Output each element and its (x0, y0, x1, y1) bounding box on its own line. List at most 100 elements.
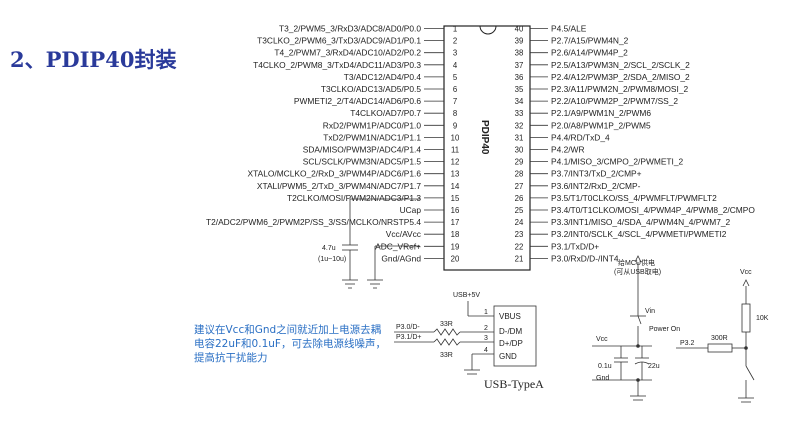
right-pin-label: P4.5/ALE (551, 24, 587, 34)
right-pin-label: P2.1/A9/PWM1N_2/PWM6 (551, 108, 651, 118)
power-node-bottom (636, 378, 640, 382)
right-pin-number: 21 (515, 254, 524, 263)
left-pin-label: T2CLKO/MOSI/PWM2N/ADC3/P1.3 (287, 193, 421, 203)
right-pin-label: P3.1/TxD/D+ (551, 241, 599, 251)
right-pin-number: 36 (515, 73, 524, 82)
right-pin-label: P3.3/INT1/MISO_4/SDA_4/PWM4N_4/PWM7_2 (551, 217, 731, 227)
right-pin-label: P3.6/INT2/RxD_2/CMP- (551, 181, 641, 191)
left-pin-label: XTALI/PWM5_2/TxD_3/PWM4N/ADC7/P1.7 (257, 181, 421, 191)
left-pin-label: T4CLKO/AD7/P0.7 (350, 108, 421, 118)
ucap-note: (1u~10u) (318, 256, 346, 263)
left-pin-number: 13 (451, 170, 460, 179)
right-pin-label: P4.4/RD/TxD_4 (551, 132, 610, 142)
right-pin-number: 33 (515, 109, 524, 118)
left-pin-number: 18 (451, 230, 460, 239)
usb-resistor-bottom: 33R (440, 352, 453, 359)
left-pin-number: 3 (453, 49, 457, 58)
power-cap2: 22u (648, 363, 660, 370)
right-pin-number: 24 (515, 218, 524, 227)
left-pin-number: 12 (451, 158, 460, 167)
right-pin-label: P3.2/INT0/SCLK_4/SCL_4/PWMETI/PWMETI2 (551, 229, 727, 239)
right-pin-number: 39 (515, 37, 524, 46)
usb-net-dplus: P3.1/D+ (396, 334, 422, 341)
decoupling-note: 建议在Vcc和Gnd之间就近加上电源去耦电容22uF和0.1uF，可去除电源线噪… (194, 324, 386, 364)
right-pin-label: P2.3/A11/PWM2N_2/PWM8/MOSI_2 (551, 84, 688, 94)
right-pin-number: 34 (515, 97, 524, 106)
usb-wiring (394, 301, 537, 375)
usb-net-dminus: P3.0/D- (396, 324, 420, 331)
right-pin-label: P2.5/A13/PWM3N_2/SCL_2/SCLK_2 (551, 60, 690, 70)
left-pin-label: SCL/SCLK/PWM3N/ADC5/P1.5 (303, 157, 422, 167)
power-header-1: 给MCU供电 (618, 258, 655, 267)
right-pin-label: P2.7/A15/PWM4N_2 (551, 36, 629, 46)
ic-body (443, 25, 531, 271)
left-pin-label: UCap (400, 205, 422, 215)
right-pin-label: P2.4/A12/PWM3P_2/SDA_2/MISO_2 (551, 72, 690, 82)
right-pin-number: 23 (515, 230, 524, 239)
right-pin-number: 26 (515, 194, 524, 203)
right-pin-label: P2.0/A8/PWM1P_2/PWM5 (551, 120, 651, 130)
left-pin-label: RxD2/PWM1P/ADC0/P1.0 (323, 120, 422, 130)
left-pin-label: T3CLKO_2/PWM6_3/TxD3/ADC9/AD1/P0.1 (257, 36, 421, 46)
right-pin-number: 40 (515, 25, 524, 34)
right-pin-number: 28 (515, 170, 524, 179)
reset-net: P3.2 (680, 340, 695, 347)
package-label: PDIP40 (479, 120, 490, 155)
right-pin-label: P3.0/RxD/D-/INT4 (551, 253, 619, 263)
left-pin-label: XTALO/MCLKO_2/RxD_3/PWM4P/ADC6/P1.6 (248, 169, 422, 179)
left-pin-number: 5 (453, 73, 458, 82)
left-pin-label: T4_2/PWM7_3/RxD4/ADC10/AD2/P0.2 (274, 48, 421, 58)
right-pin-number: 29 (515, 158, 524, 167)
left-pin-list: T3_2/PWM5_3/RxD3/ADC8/AD0/P0.0 1T3CLKO_2/… (206, 24, 460, 264)
right-pin-label: P2.2/A10/PWM2P_2/PWM7/SS_2 (551, 96, 678, 106)
usb-pin-dm: D-/DM (499, 327, 522, 336)
left-pin-number: 9 (453, 121, 457, 130)
reset-node (744, 346, 748, 350)
left-pin-label: SDA/MISO/PWM3P/ADC4/P1.4 (303, 145, 422, 155)
left-pin-number: 16 (451, 206, 460, 215)
power-node-top (636, 344, 640, 348)
reset-r1: 10K (756, 315, 769, 322)
ucap-capacitor (342, 198, 420, 289)
right-pin-number: 31 (515, 133, 524, 142)
left-pin-number: 6 (453, 85, 457, 94)
power-vcc: Vcc (596, 336, 608, 343)
right-pin-label: P3.4/T0/T1CLKO/MOSI_4/PWM4P_4/PWM8_2/CMP… (551, 205, 755, 215)
right-pin-number: 35 (515, 85, 524, 94)
left-pin-label: T3CLKO/ADC13/AD5/P0.5 (321, 84, 421, 94)
right-pin-number: 27 (515, 182, 524, 191)
right-pin-label: P2.6/A14/PWM4P_2 (551, 48, 628, 58)
left-pin-number: 10 (451, 133, 460, 142)
left-pin-label: T3/ADC12/AD4/P0.4 (344, 72, 422, 82)
usb-pin-num-2: 2 (484, 325, 488, 332)
right-pin-label: P3.7/INT3/TxD_2/CMP+ (551, 169, 642, 179)
left-pin-number: 7 (453, 97, 457, 106)
usb-pin-dp: D+/DP (499, 339, 523, 348)
right-pin-number: 25 (515, 206, 524, 215)
left-pin-label: T3_2/PWM5_3/RxD3/ADC8/AD0/P0.0 (279, 24, 421, 34)
power-on-label: Power On (649, 326, 680, 333)
usb-pin-num-3: 3 (484, 335, 488, 342)
left-pin-number: 8 (453, 109, 457, 118)
left-pin-label: T4CLKO_2/PWM8_3/TxD4/ADC11/AD3/P0.3 (253, 60, 421, 70)
right-pin-label: P3.5/T1/T0CLKO/SS_4/PWMFLT/PWMFLT2 (551, 193, 717, 203)
reset-vcc: Vcc (740, 269, 752, 276)
right-pin-number: 38 (515, 49, 524, 58)
reset-wiring (676, 279, 755, 403)
power-wiring (592, 255, 652, 401)
left-pin-label: Gnd/AGnd (381, 253, 421, 263)
usb-pin-num-4: 4 (484, 347, 488, 354)
power-gnd: Gnd (596, 375, 609, 382)
left-pin-number: 1 (453, 25, 457, 34)
ic-notch (479, 25, 497, 35)
left-pin-number: 17 (451, 218, 460, 227)
usb-supply: USB+5V (453, 292, 480, 299)
left-pin-label: T2/ADC2/PWM6_2/PWM2P/SS_3/SS/MCLKO/NRSTP… (206, 217, 421, 227)
ucap-value: 4.7u (322, 245, 336, 252)
left-pin-number: 4 (453, 61, 458, 70)
right-pin-number: 37 (515, 61, 524, 70)
right-pin-number: 22 (515, 242, 524, 251)
usb-resistor-top: 33R (440, 321, 453, 328)
